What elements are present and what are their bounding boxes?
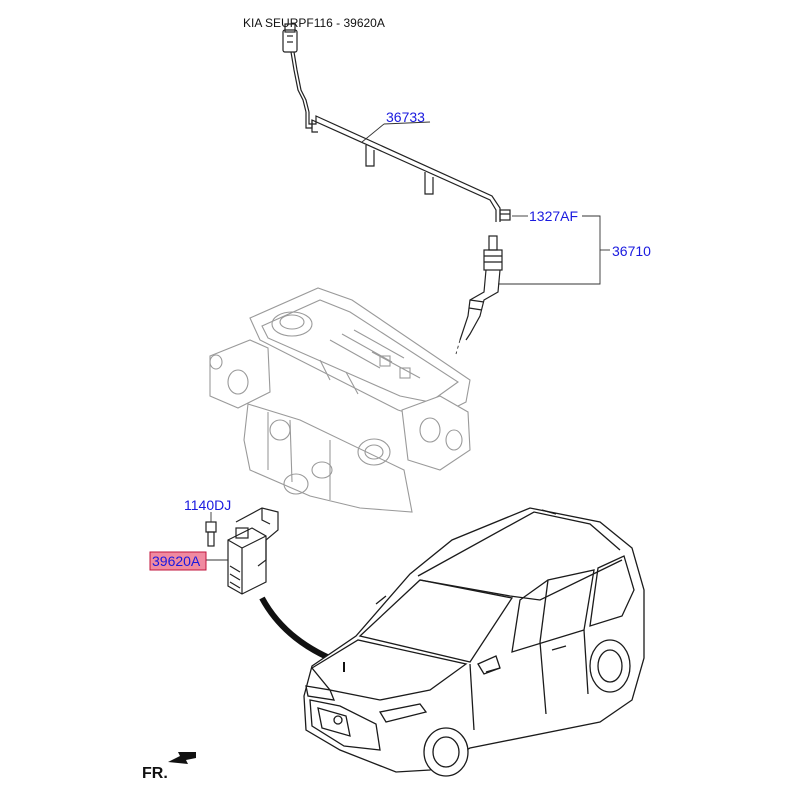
part-label-glow-plug[interactable]: 36710: [612, 243, 651, 259]
bolt-icon: [205, 521, 217, 547]
part-label-harness[interactable]: 36733: [386, 109, 425, 125]
front-direction-label: FR.: [142, 765, 168, 782]
front-arrow-icon: [168, 752, 196, 764]
glow-plug: [455, 235, 503, 355]
part-label-control-unit[interactable]: 39620A: [152, 553, 201, 569]
nut-icon: [499, 209, 511, 221]
part-label-nut[interactable]: 1327AF: [529, 208, 578, 224]
control-unit-highlight: [149, 551, 207, 571]
diagram-title: KIA SEURPF116 - 39620A: [243, 16, 385, 30]
vehicle-illustration: [303, 507, 645, 777]
engine-block: [209, 287, 471, 513]
wiring-harness: [282, 23, 501, 222]
part-label-bolt[interactable]: 1140DJ: [184, 497, 231, 513]
glow-control-unit: [227, 507, 279, 595]
